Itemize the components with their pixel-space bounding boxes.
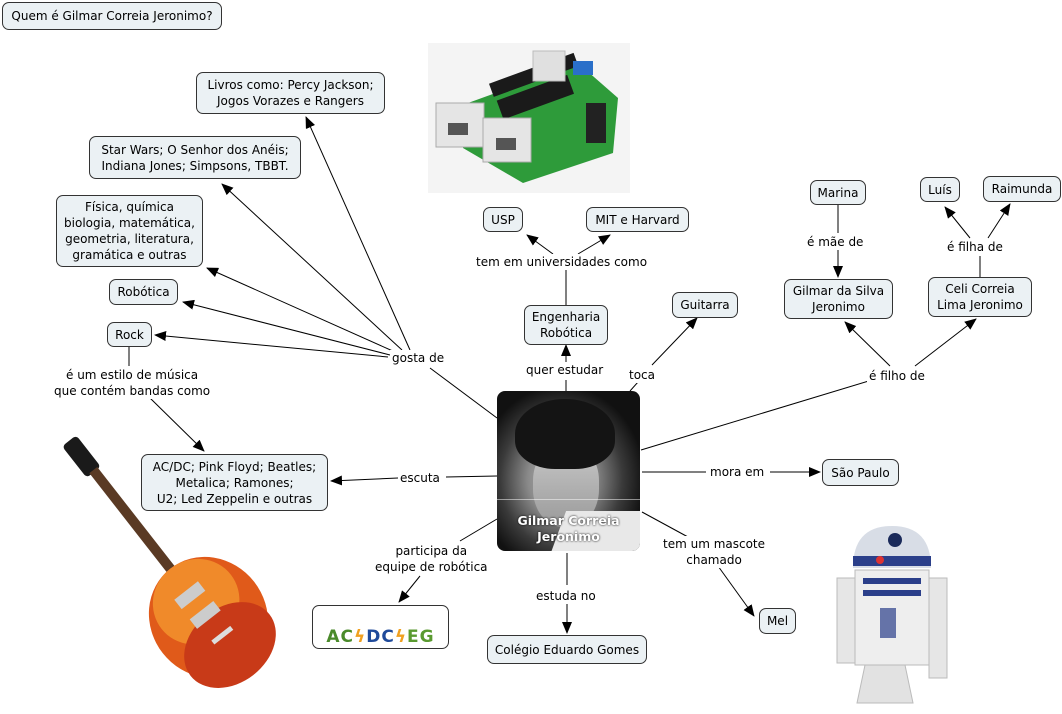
- node-luis[interactable]: Luís: [920, 177, 960, 202]
- r2d2-image: [836, 526, 948, 704]
- edge-filhade-luis: [944, 206, 971, 239]
- edge-filhade-raimunda: [987, 203, 1011, 239]
- edge-mascote-mel: [717, 565, 755, 617]
- edge-central-toca: [629, 381, 639, 392]
- edge-gostade-robotica: [182, 299, 391, 356]
- link-estilo-musica: é um estilo de música que contém bandas …: [52, 367, 213, 399]
- edge-estilo-bandas: [149, 397, 205, 452]
- central-node-photo[interactable]: Gilmar Correia Jeronimo: [497, 391, 640, 551]
- central-node-label: Gilmar Correia Jeronimo: [517, 513, 620, 544]
- node-mit[interactable]: MIT e Harvard: [586, 207, 689, 232]
- edge-filhode-mae: [914, 318, 977, 367]
- node-colegio[interactable]: Colégio Eduardo Gomes: [487, 635, 647, 664]
- edge-gostade-livros: [305, 116, 411, 351]
- edge-central-filhode: [640, 379, 873, 451]
- link-toca: toca: [627, 367, 657, 383]
- team-logo-image: ACϟDCϟEG: [326, 626, 435, 647]
- node-filmes[interactable]: Star Wars; O Senhor dos Anéis; Indiana J…: [89, 136, 301, 179]
- guitar-image: [63, 436, 276, 688]
- link-mascote: tem um mascote chamado: [661, 536, 768, 568]
- edge-escuta-bandas: [330, 475, 399, 486]
- node-mel[interactable]: Mel: [759, 608, 796, 634]
- edge-gostade-rock: [154, 331, 389, 358]
- link-mae-de: é mãe de: [805, 234, 866, 250]
- node-materias[interactable]: Física, química biologia, matemática, ge…: [56, 195, 203, 267]
- edge-central-participa: [459, 518, 498, 542]
- edge-toca-guitarra: [651, 317, 698, 366]
- node-bandas[interactable]: AC/DC; Pink Floyd; Beatles; Metalica; Ra…: [141, 454, 328, 511]
- node-usp[interactable]: USP: [483, 207, 523, 232]
- edge-univ-usp: [526, 234, 554, 255]
- link-quer-estudar: quer estudar: [524, 362, 606, 378]
- link-universidades: tem em universidades como: [474, 254, 650, 270]
- circuit-board-image: [428, 43, 630, 193]
- edge-gostade-materias: [206, 267, 396, 353]
- node-pai[interactable]: Gilmar da Silva Jeronimo: [784, 279, 893, 319]
- link-gosta-de: gosta de: [390, 350, 447, 366]
- edge-central-gostade: [429, 367, 498, 419]
- node-guitarra[interactable]: Guitarra: [672, 292, 738, 318]
- node-rock[interactable]: Rock: [107, 322, 152, 347]
- node-engenharia[interactable]: Engenharia Robótica: [524, 305, 608, 345]
- node-raimunda[interactable]: Raimunda: [983, 176, 1061, 202]
- edge-filhode-pai: [844, 321, 891, 367]
- edge-gostade-filmes: [221, 183, 403, 351]
- link-filha-de: é filha de: [945, 239, 1005, 255]
- edge-participa-logo: [398, 575, 421, 603]
- link-participa: participa da equipe de robótica: [373, 543, 490, 575]
- edge-central-mascote: [641, 511, 689, 538]
- node-livros[interactable]: Livros como: Percy Jackson; Jogos Voraze…: [196, 72, 385, 114]
- edge-univ-mit: [577, 234, 611, 255]
- node-equipe-logo[interactable]: ACϟDCϟEG: [312, 605, 449, 649]
- link-filho-de: é filho de: [867, 368, 927, 384]
- edge-central-escuta: [445, 475, 498, 478]
- link-escuta: escuta: [398, 470, 442, 486]
- node-marina[interactable]: Marina: [810, 180, 866, 205]
- node-robotica[interactable]: Robótica: [109, 279, 178, 305]
- link-estuda-no: estuda no: [534, 588, 598, 604]
- node-sao-paulo[interactable]: São Paulo: [822, 459, 899, 486]
- node-mae[interactable]: Celi Correia Lima Jeronimo: [928, 277, 1032, 317]
- link-mora-em: mora em: [708, 464, 767, 480]
- title-box[interactable]: Quem é Gilmar Correia Jeronimo?: [2, 2, 222, 30]
